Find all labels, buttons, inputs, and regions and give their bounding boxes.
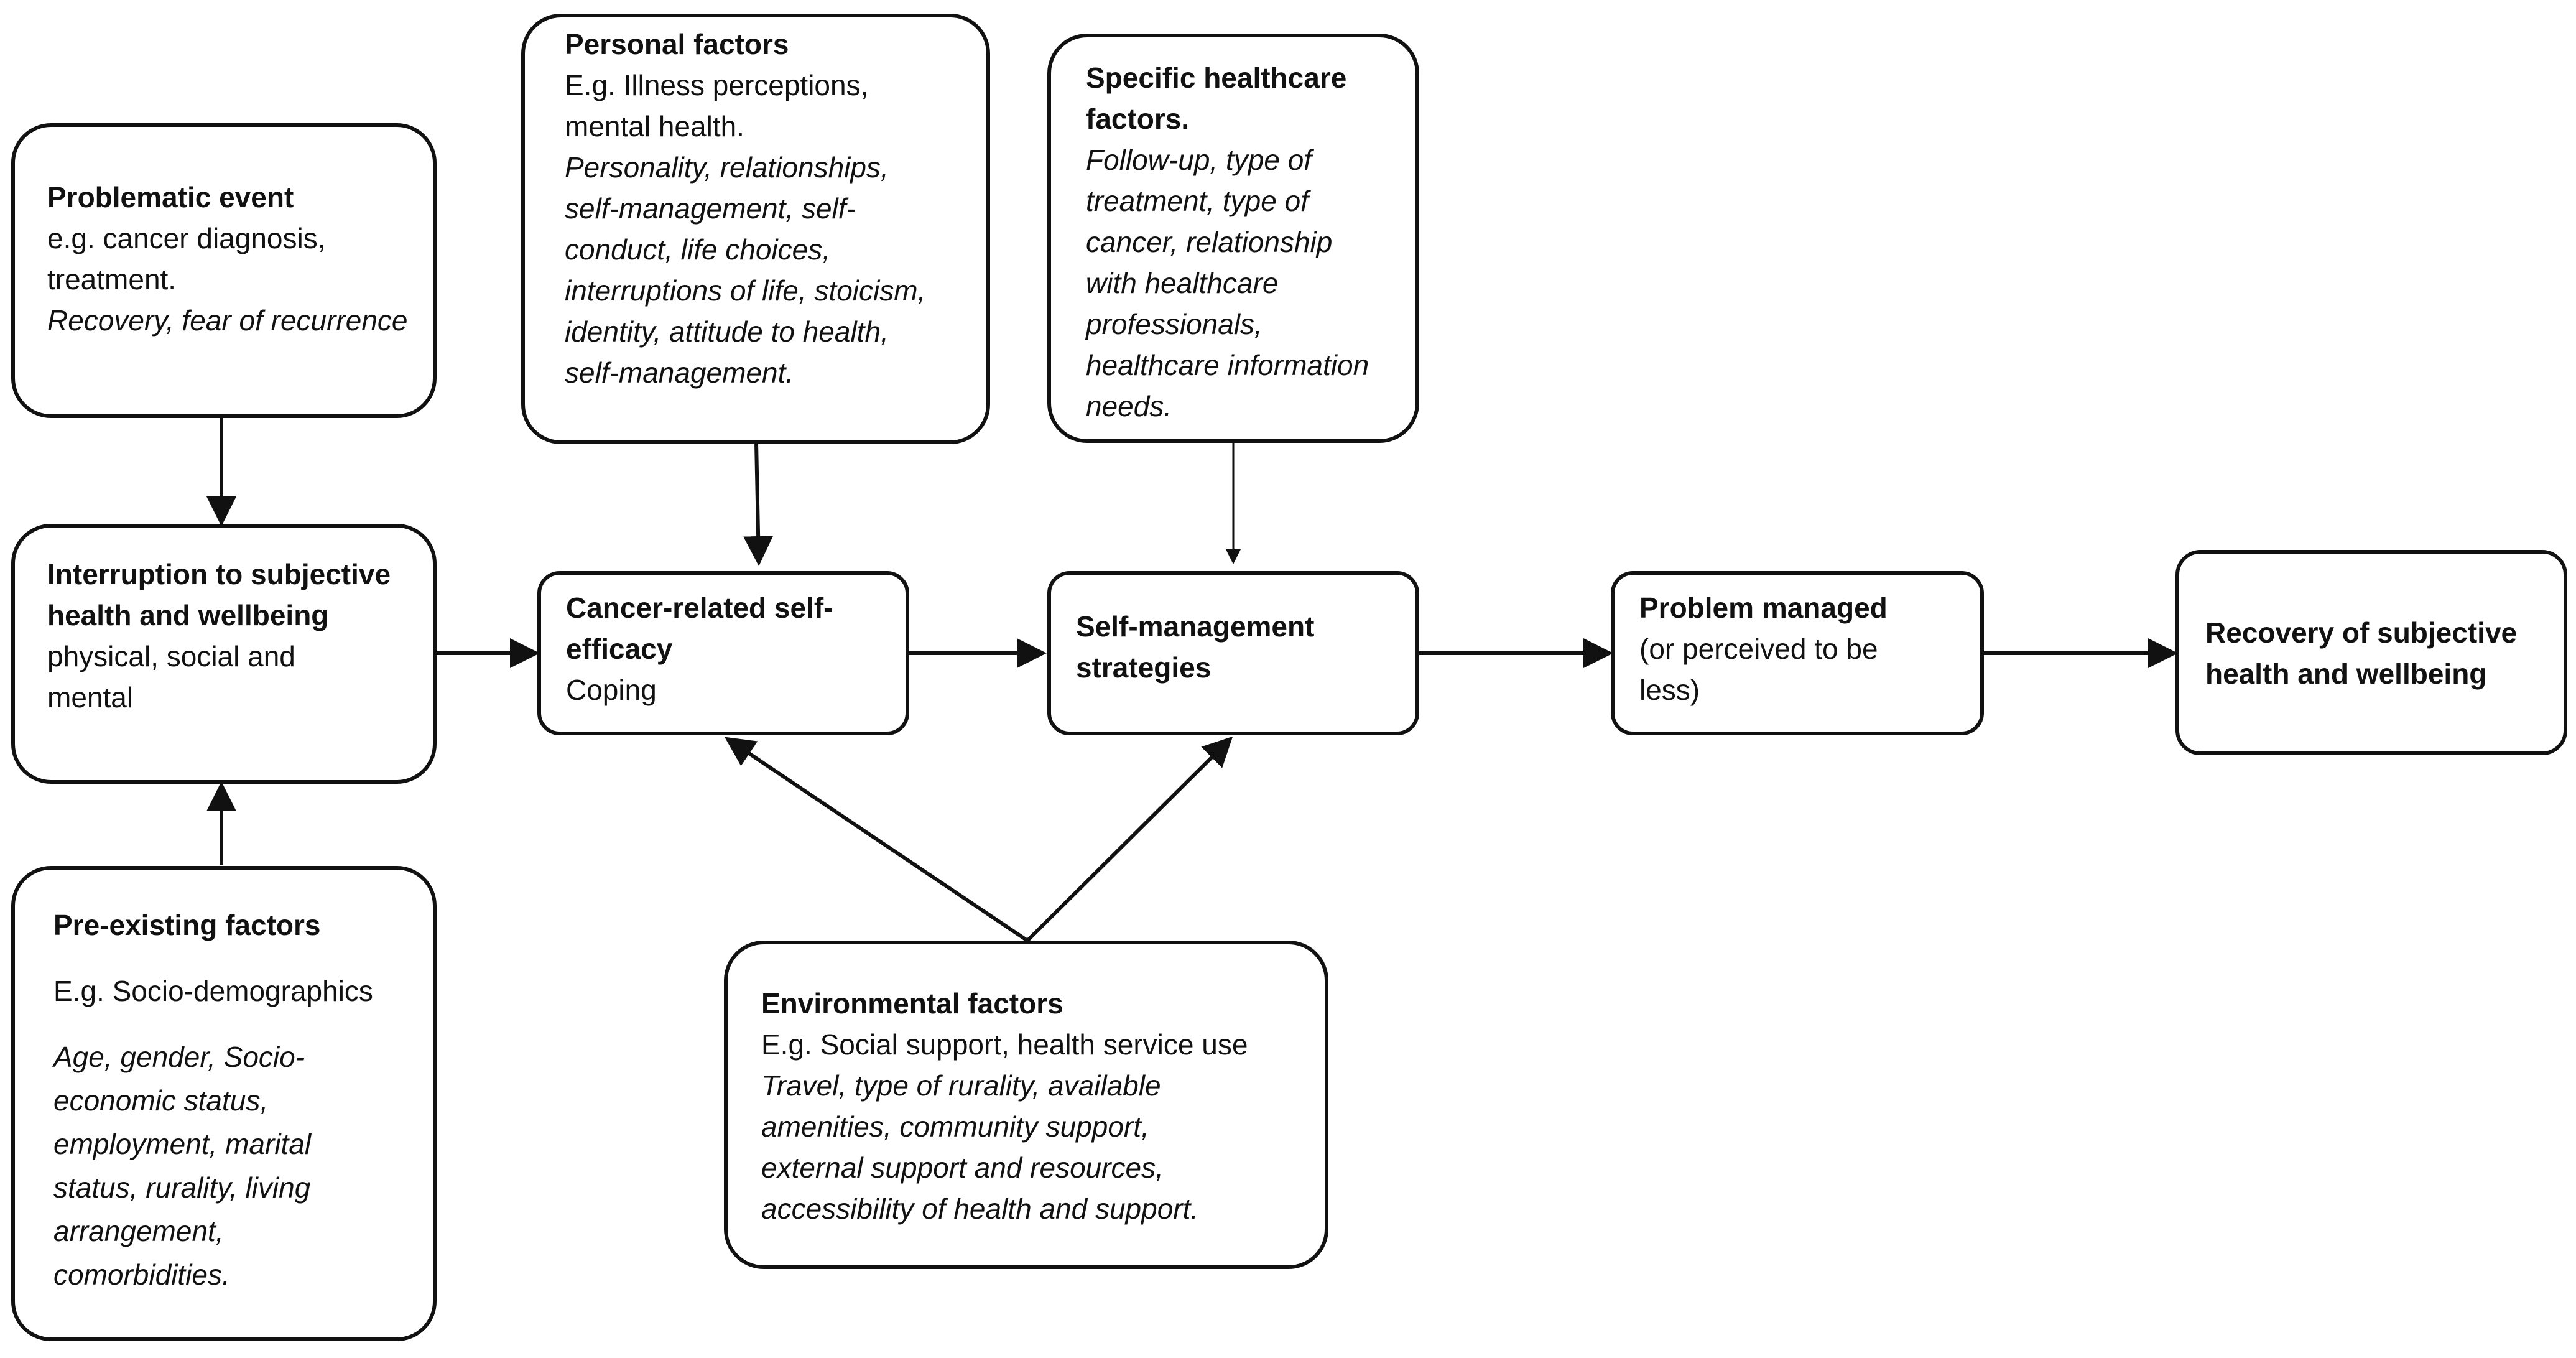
node-title: Recovery of subjective health and wellbe… [2205, 616, 2518, 690]
node-problematic-event: Problematic event e.g. cancer diagnosis,… [11, 123, 437, 418]
node-title: Self-management strategies [1076, 610, 1315, 684]
node-title: Personal factors [565, 28, 789, 60]
arrow-environmental-to-selfefficacy [725, 737, 1029, 942]
node-title: Cancer-related self-efficacy [566, 592, 833, 665]
node-self-management-strategies: Self-management strategies [1047, 571, 1419, 735]
node-examples: Recovery, fear of recurrence [47, 304, 408, 337]
node-description: physical, social and mental [47, 640, 295, 714]
node-examples: Travel, type of rurality, available amen… [761, 1069, 1199, 1225]
node-title: Specific healthcare factors. [1086, 62, 1347, 135]
node-problem-managed: Problem managed (or perceived to be less… [1611, 571, 1984, 735]
node-environmental-factors: Environmental factors E.g. Social suppor… [724, 941, 1328, 1269]
node-description: e.g. cancer diagnosis, treatment. [47, 222, 326, 295]
node-examples: Follow-up, type of treatment, type of ca… [1086, 144, 1369, 422]
node-examples: Age, gender, Socio-economic status, empl… [53, 1041, 312, 1291]
node-examples: Personality, relationships, self-managem… [565, 151, 926, 389]
node-description: E.g. Socio-demographics [53, 975, 373, 1007]
node-interruption: Interruption to subjective health and we… [11, 524, 437, 784]
node-pre-existing-factors: Pre-existing factors E.g. Socio-demograp… [11, 866, 437, 1341]
node-description: (or perceived to be less) [1639, 633, 1878, 706]
node-title: Environmental factors [761, 987, 1063, 1020]
node-title: Problem managed [1639, 592, 1888, 624]
arrow-environmental-to-selfmanagement [1026, 736, 1233, 942]
node-description: E.g. Illness perceptions, mental health. [565, 69, 869, 142]
arrow-personal-to-selfefficacy [743, 442, 774, 566]
node-cancer-related-self-efficacy: Cancer-related self-efficacy Coping [537, 571, 909, 735]
node-description: Coping [566, 674, 657, 706]
node-title: Problematic event [47, 181, 294, 213]
node-title: Pre-existing factors [53, 909, 321, 941]
node-personal-factors: Personal factors E.g. Illness perception… [521, 14, 990, 444]
node-recovery: Recovery of subjective health and wellbe… [2175, 550, 2567, 755]
node-specific-healthcare-factors: Specific healthcare factors. Follow-up, … [1047, 34, 1419, 443]
node-description: E.g. Social support, health service use [761, 1028, 1248, 1061]
node-title: Interruption to subjective health and we… [47, 558, 391, 631]
